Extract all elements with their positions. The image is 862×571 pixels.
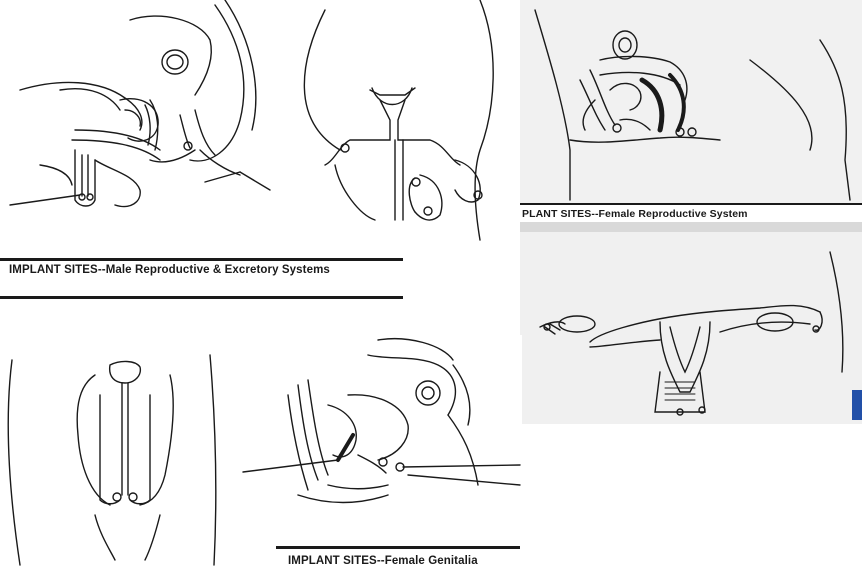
female-repro-rule	[520, 203, 862, 205]
uterus-frontal-diagram	[520, 232, 862, 424]
female-genitalia-rule	[276, 546, 520, 549]
female-genitalia-caption: IMPLANT SITES--Female Genitalia	[288, 555, 478, 567]
male-caption-rule-top	[0, 258, 403, 261]
blue-edge-accent	[852, 390, 862, 420]
scan-strip	[520, 222, 862, 232]
female-genitalia-sagittal-diagram	[238, 335, 522, 545]
male-sagittal-diagram	[0, 0, 280, 245]
male-caption-rule-bottom	[0, 296, 403, 299]
male-systems-caption: IMPLANT SITES--Male Reproductive & Excre…	[9, 264, 330, 276]
female-reproductive-caption: PLANT SITES--Female Reproductive System	[522, 208, 748, 220]
female-frontal-diagram	[0, 335, 262, 571]
female-sagittal-diagram	[520, 0, 862, 205]
male-frontal-diagram	[280, 0, 520, 245]
